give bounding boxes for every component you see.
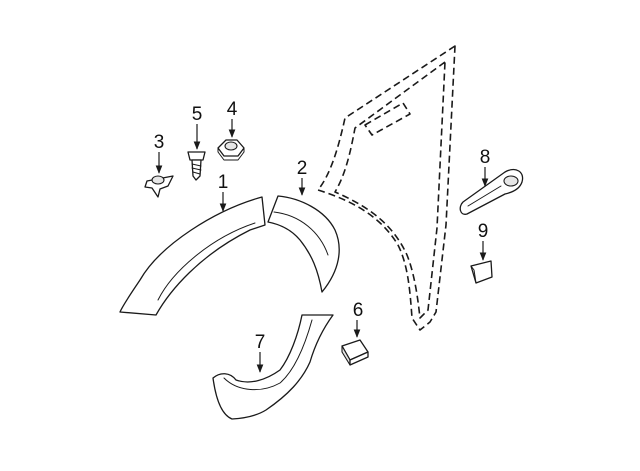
callout-8: 8 [480,147,491,168]
callout-7: 7 [255,332,266,353]
wheel-opening-molding-rear [267,195,340,293]
callout-4: 4 [227,99,238,120]
retainer-clip [144,175,174,198]
screw [187,151,206,181]
trim-patch [470,260,493,284]
callout-2: 2 [297,158,308,179]
splash-guard [212,314,334,420]
leader-lines [155,119,489,373]
quarter-panel-outline [317,45,456,331]
callout-9: 9 [478,221,489,242]
wheel-opening-molding-front [119,196,266,316]
nut [217,139,245,161]
callout-3: 3 [154,132,165,153]
callout-1: 1 [218,172,229,193]
retainer-block [341,339,369,366]
callout-labels: 1 2 3 4 5 6 7 8 9 [154,99,491,353]
side-marker-lamp [459,168,524,215]
callout-6: 6 [353,300,364,321]
callout-5: 5 [192,104,203,125]
